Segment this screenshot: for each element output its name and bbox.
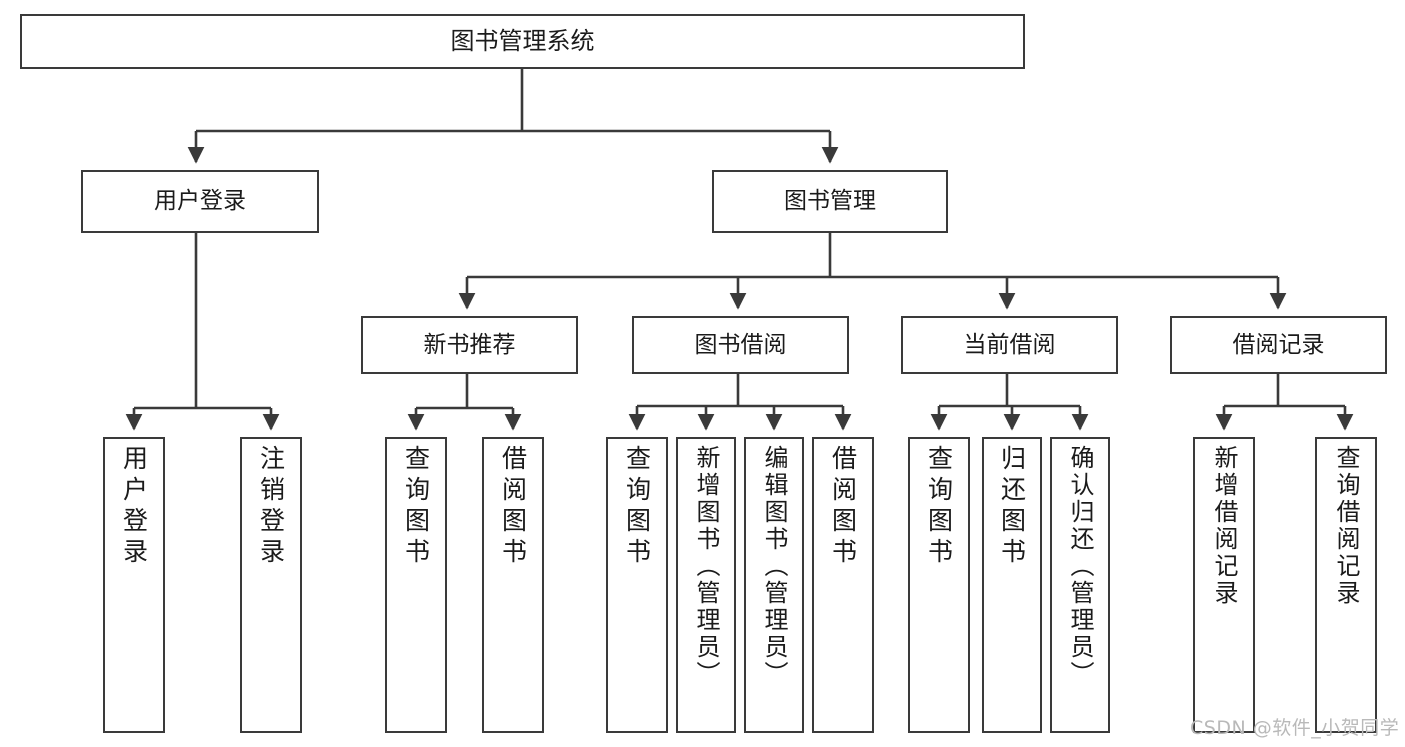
- leaf-return-book-label: 归还图书: [997, 445, 1027, 569]
- leaf-borrow-book-label: 借阅图书: [828, 445, 858, 569]
- leaf-add-book-admin-label: 新增图书（管理员）: [692, 445, 720, 688]
- leaf-edit-book-admin[interactable]: 编辑图书（管理员）: [744, 437, 804, 733]
- leaf-edit-book-admin-label: 编辑图书（管理员）: [760, 445, 788, 688]
- node-book-management[interactable]: 图书管理: [712, 170, 948, 233]
- leaf-confirm-return-admin[interactable]: 确认归还（管理员）: [1050, 437, 1110, 733]
- leaf-query-borrow-record-label: 查询借阅记录: [1332, 445, 1360, 607]
- leaf-query-book-current[interactable]: 查询图书: [908, 437, 970, 733]
- leaf-query-book-label: 查询图书: [622, 445, 652, 569]
- leaf-query-book-recommend[interactable]: 查询图书: [385, 437, 447, 733]
- node-current-borrow[interactable]: 当前借阅: [901, 316, 1118, 374]
- node-new-book-recommend[interactable]: 新书推荐: [361, 316, 578, 374]
- node-borrow-records[interactable]: 借阅记录: [1170, 316, 1387, 374]
- node-book-borrow-label: 图书借阅: [694, 331, 787, 358]
- node-user-login[interactable]: 用户登录: [81, 170, 319, 233]
- leaf-user-logout-label: 注销登录: [256, 445, 286, 569]
- leaf-query-book[interactable]: 查询图书: [606, 437, 668, 733]
- node-root-label: 图书管理系统: [450, 26, 595, 55]
- leaf-user-login-label: 用户登录: [119, 445, 149, 569]
- leaf-add-borrow-record[interactable]: 新增借阅记录: [1193, 437, 1255, 733]
- node-book-management-label: 图书管理: [784, 188, 876, 215]
- leaf-borrow-book-recommend[interactable]: 借阅图书: [482, 437, 544, 733]
- leaf-query-borrow-record[interactable]: 查询借阅记录: [1315, 437, 1377, 733]
- node-root[interactable]: 图书管理系统: [20, 14, 1025, 69]
- csdn-watermark: CSDN @软件_小贺同学: [1190, 717, 1400, 739]
- leaf-borrow-book-recommend-label: 借阅图书: [498, 445, 528, 569]
- node-borrow-records-label: 借阅记录: [1232, 331, 1325, 358]
- node-user-login-label: 用户登录: [154, 188, 246, 215]
- leaf-add-borrow-record-label: 新增借阅记录: [1210, 445, 1238, 607]
- node-new-book-recommend-label: 新书推荐: [423, 331, 516, 358]
- leaf-user-logout[interactable]: 注销登录: [240, 437, 302, 733]
- leaf-return-book[interactable]: 归还图书: [982, 437, 1042, 733]
- leaf-query-book-current-label: 查询图书: [924, 445, 954, 569]
- leaf-borrow-book[interactable]: 借阅图书: [812, 437, 874, 733]
- leaf-query-book-recommend-label: 查询图书: [401, 445, 431, 569]
- leaf-confirm-return-admin-label: 确认归还（管理员）: [1066, 445, 1094, 688]
- leaf-add-book-admin[interactable]: 新增图书（管理员）: [676, 437, 736, 733]
- node-book-borrow[interactable]: 图书借阅: [632, 316, 849, 374]
- node-current-borrow-label: 当前借阅: [963, 331, 1056, 358]
- leaf-user-login[interactable]: 用户登录: [103, 437, 165, 733]
